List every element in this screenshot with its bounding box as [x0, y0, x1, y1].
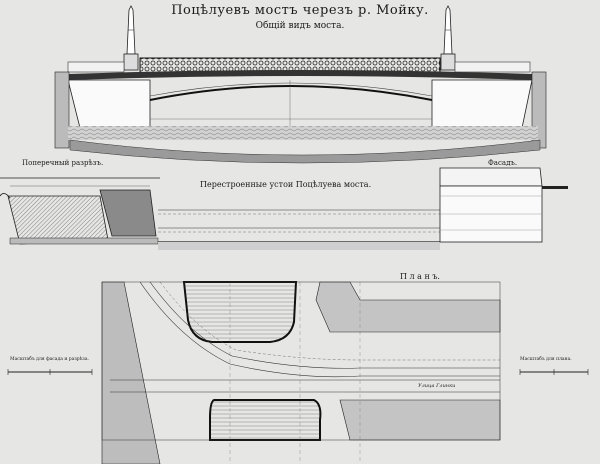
- left-obelisk: [123, 5, 139, 71]
- bridge-elevation: [54, 5, 547, 164]
- right-obelisk: [440, 5, 456, 71]
- scale-right-label: Масштабъ для плана.: [520, 357, 572, 362]
- abutment-section: [0, 167, 568, 250]
- elevation-subtitle: Общiй видъ моста.: [255, 21, 345, 31]
- street-label: Улица Глинки: [418, 383, 456, 389]
- scale-bar-right: [519, 369, 589, 375]
- rebuilt-abutments-label: Перестроенные устои Поцѣлуева моста.: [200, 180, 372, 189]
- plan-label: П л а н ъ.: [400, 272, 440, 281]
- scale-left-label: Масштабъ для фасада и разрѣза.: [10, 357, 89, 362]
- cross-section-label: Поперечный разрѣзъ.: [22, 159, 104, 167]
- drawing-title: Поцѣлуевъ мостъ черезъ р. Мойку.: [171, 3, 429, 18]
- scale-bar-left: [7, 369, 93, 375]
- facade-label: Фасадъ.: [488, 159, 518, 167]
- bridge-plan: [101, 281, 501, 464]
